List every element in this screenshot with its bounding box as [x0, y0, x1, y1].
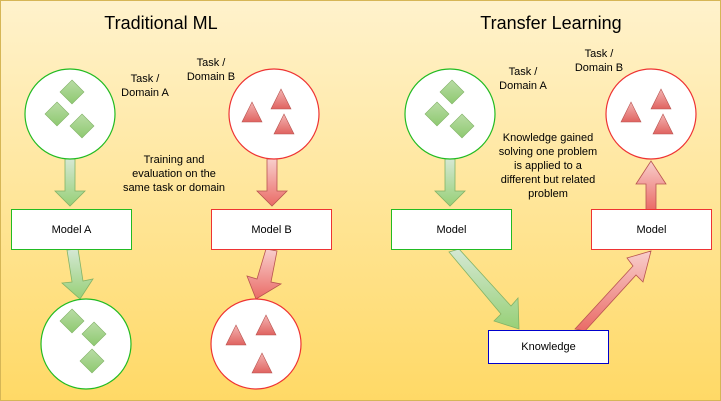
transfer-task-domain-b-label: Task / Domain B — [574, 48, 624, 74]
triangle-shape — [255, 314, 277, 336]
traditional-description: Training and evaluation on the same task… — [122, 154, 226, 194]
task-b-circle — [228, 68, 320, 160]
arrow-model-a-to-test-a — [61, 248, 94, 300]
model-b-label: Model B — [251, 223, 292, 236]
task-a-circle — [24, 68, 116, 160]
diamond-shape — [59, 308, 85, 334]
triangle-shape — [241, 101, 263, 123]
arrow-knowledge-to-model — [574, 250, 652, 332]
triangle-shape — [270, 88, 292, 110]
task-domain-b-label: Task / Domain B — [186, 57, 236, 83]
task-domain-a-label: Task / Domain A — [121, 73, 169, 99]
triangle-shape — [225, 324, 247, 346]
arrow-model-to-knowledge — [448, 248, 520, 330]
transfer-task-domain-a-label: Task / Domain A — [499, 66, 547, 92]
arrow-model-b-to-test-b — [246, 248, 283, 300]
diamond-shape — [449, 113, 475, 139]
arrow-task-a-to-model-a — [54, 158, 86, 207]
transfer-description: Knowledge gained solving one problem is … — [498, 132, 598, 200]
test-a-circle — [40, 298, 132, 390]
model-a-label: Model A — [51, 223, 92, 236]
target-model-label: Model — [636, 223, 667, 236]
transfer-learning-title: Transfer Learning — [480, 13, 622, 33]
knowledge-box: Knowledge — [488, 330, 609, 364]
model-b-box: Model B — [211, 209, 332, 250]
target-model-box: Model — [591, 209, 712, 250]
source-model-label: Model — [436, 223, 467, 236]
transfer-task-b-circle — [605, 68, 697, 160]
triangle-shape — [650, 88, 672, 110]
triangle-shape — [273, 113, 295, 135]
triangle-shape — [251, 352, 273, 374]
triangle-shape — [652, 113, 674, 135]
diamond-shape — [79, 348, 105, 374]
model-a-box: Model A — [11, 209, 132, 250]
knowledge-label: Knowledge — [521, 341, 576, 353]
arrow-task-a-to-model — [434, 158, 466, 207]
diamond-shape — [69, 113, 95, 139]
source-model-box: Model — [391, 209, 512, 250]
traditional-ml-title: Traditional ML — [104, 13, 218, 33]
arrow-model-to-task-b — [635, 160, 667, 211]
diamond-shape — [424, 101, 450, 127]
triangle-shape — [620, 101, 642, 123]
diamond-shape — [59, 79, 85, 105]
diamond-shape — [81, 321, 107, 347]
transfer-task-a-circle — [404, 68, 496, 160]
arrow-task-b-to-model-b — [256, 158, 288, 207]
diamond-shape — [44, 101, 70, 127]
diamond-shape — [439, 79, 465, 105]
test-b-circle — [210, 298, 302, 390]
